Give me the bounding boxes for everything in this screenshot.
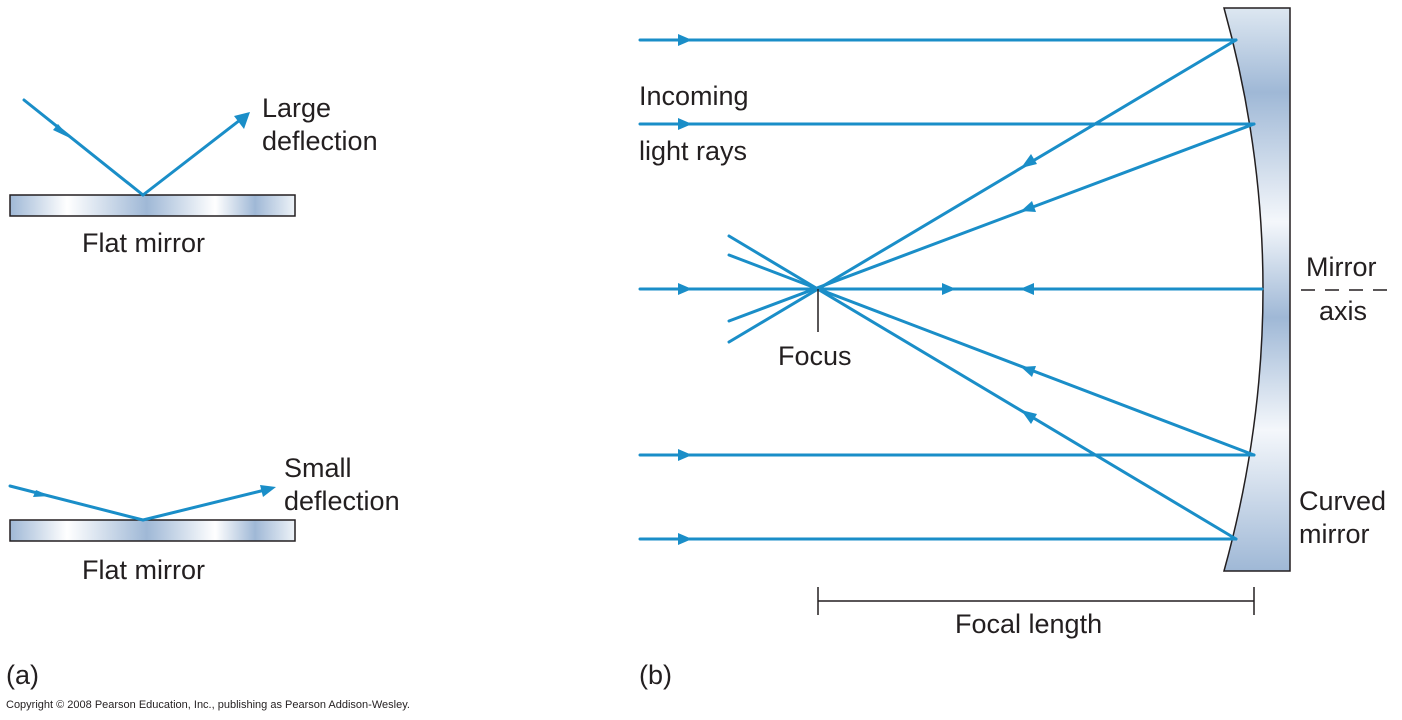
incoming-label-line1: Incoming bbox=[639, 81, 749, 111]
incoming-rays bbox=[638, 34, 1264, 545]
panel-a: Large deflection Flat mirror Small defle… bbox=[6, 93, 400, 690]
incident-ray-large bbox=[22, 98, 145, 197]
mirror-axis-line2: axis bbox=[1319, 296, 1367, 326]
large-deflection-line2: deflection bbox=[262, 126, 378, 156]
small-deflection-group: Small deflection Flat mirror bbox=[8, 453, 400, 585]
reflected-ray-small-arrowhead bbox=[260, 485, 276, 497]
focal-length-label: Focal length bbox=[955, 609, 1102, 639]
small-deflection-line1: Small bbox=[284, 453, 352, 483]
panel-b-label: (b) bbox=[639, 660, 672, 690]
large-deflection-group: Large deflection Flat mirror bbox=[9, 93, 378, 258]
incoming-arrow-axis bbox=[678, 283, 692, 295]
incident-ray-large-arrow bbox=[53, 124, 70, 138]
mirror-axis-line1: Mirror bbox=[1306, 252, 1376, 282]
flat-mirror-label-bottom: Flat mirror bbox=[82, 555, 205, 585]
incident-ray-small-arrow bbox=[33, 490, 50, 497]
flat-mirror-label-top: Flat mirror bbox=[82, 228, 205, 258]
reflected-arrow-1 bbox=[1021, 154, 1037, 168]
incoming-arrow-1 bbox=[678, 34, 692, 46]
curved-mirror-line2: mirror bbox=[1299, 519, 1369, 549]
reflected-ray-large-arrowhead bbox=[234, 112, 250, 129]
small-deflection-line2: deflection bbox=[284, 486, 400, 516]
curved-mirror bbox=[1223, 7, 1291, 572]
copyright-notice: Copyright © 2008 Pearson Education, Inc.… bbox=[6, 699, 410, 711]
reflected-arrow-axis bbox=[1020, 283, 1034, 295]
curved-mirror-line1: Curved bbox=[1299, 486, 1386, 516]
flat-mirror-bottom bbox=[9, 519, 296, 542]
incident-ray-small bbox=[8, 484, 145, 522]
incoming-arrow-4 bbox=[678, 449, 692, 461]
reflected-ray-2 bbox=[727, 122, 1256, 323]
reflected-ray-1 bbox=[727, 38, 1238, 344]
incoming-label-line2: light rays bbox=[639, 136, 747, 166]
reflected-arrow-4 bbox=[1021, 366, 1036, 377]
focus-label: Focus bbox=[778, 341, 852, 371]
reflected-arrow-5 bbox=[1021, 410, 1037, 424]
axis-forward-arrow bbox=[942, 283, 956, 295]
reflected-ray-large bbox=[141, 118, 242, 197]
reflected-ray-small bbox=[141, 488, 267, 522]
large-deflection-line1: Large bbox=[262, 93, 331, 123]
incoming-arrow-5 bbox=[678, 533, 692, 545]
reflected-ray-5 bbox=[727, 234, 1238, 541]
focal-length-bracket bbox=[817, 587, 1255, 615]
panel-a-label: (a) bbox=[6, 660, 39, 690]
panel-b: Focus Focal length Incoming light rays M… bbox=[638, 7, 1391, 690]
reflected-rays bbox=[727, 38, 1256, 541]
reflected-arrow-2 bbox=[1021, 201, 1036, 212]
incoming-arrow-2 bbox=[678, 118, 692, 130]
flat-mirror-top bbox=[9, 194, 296, 217]
